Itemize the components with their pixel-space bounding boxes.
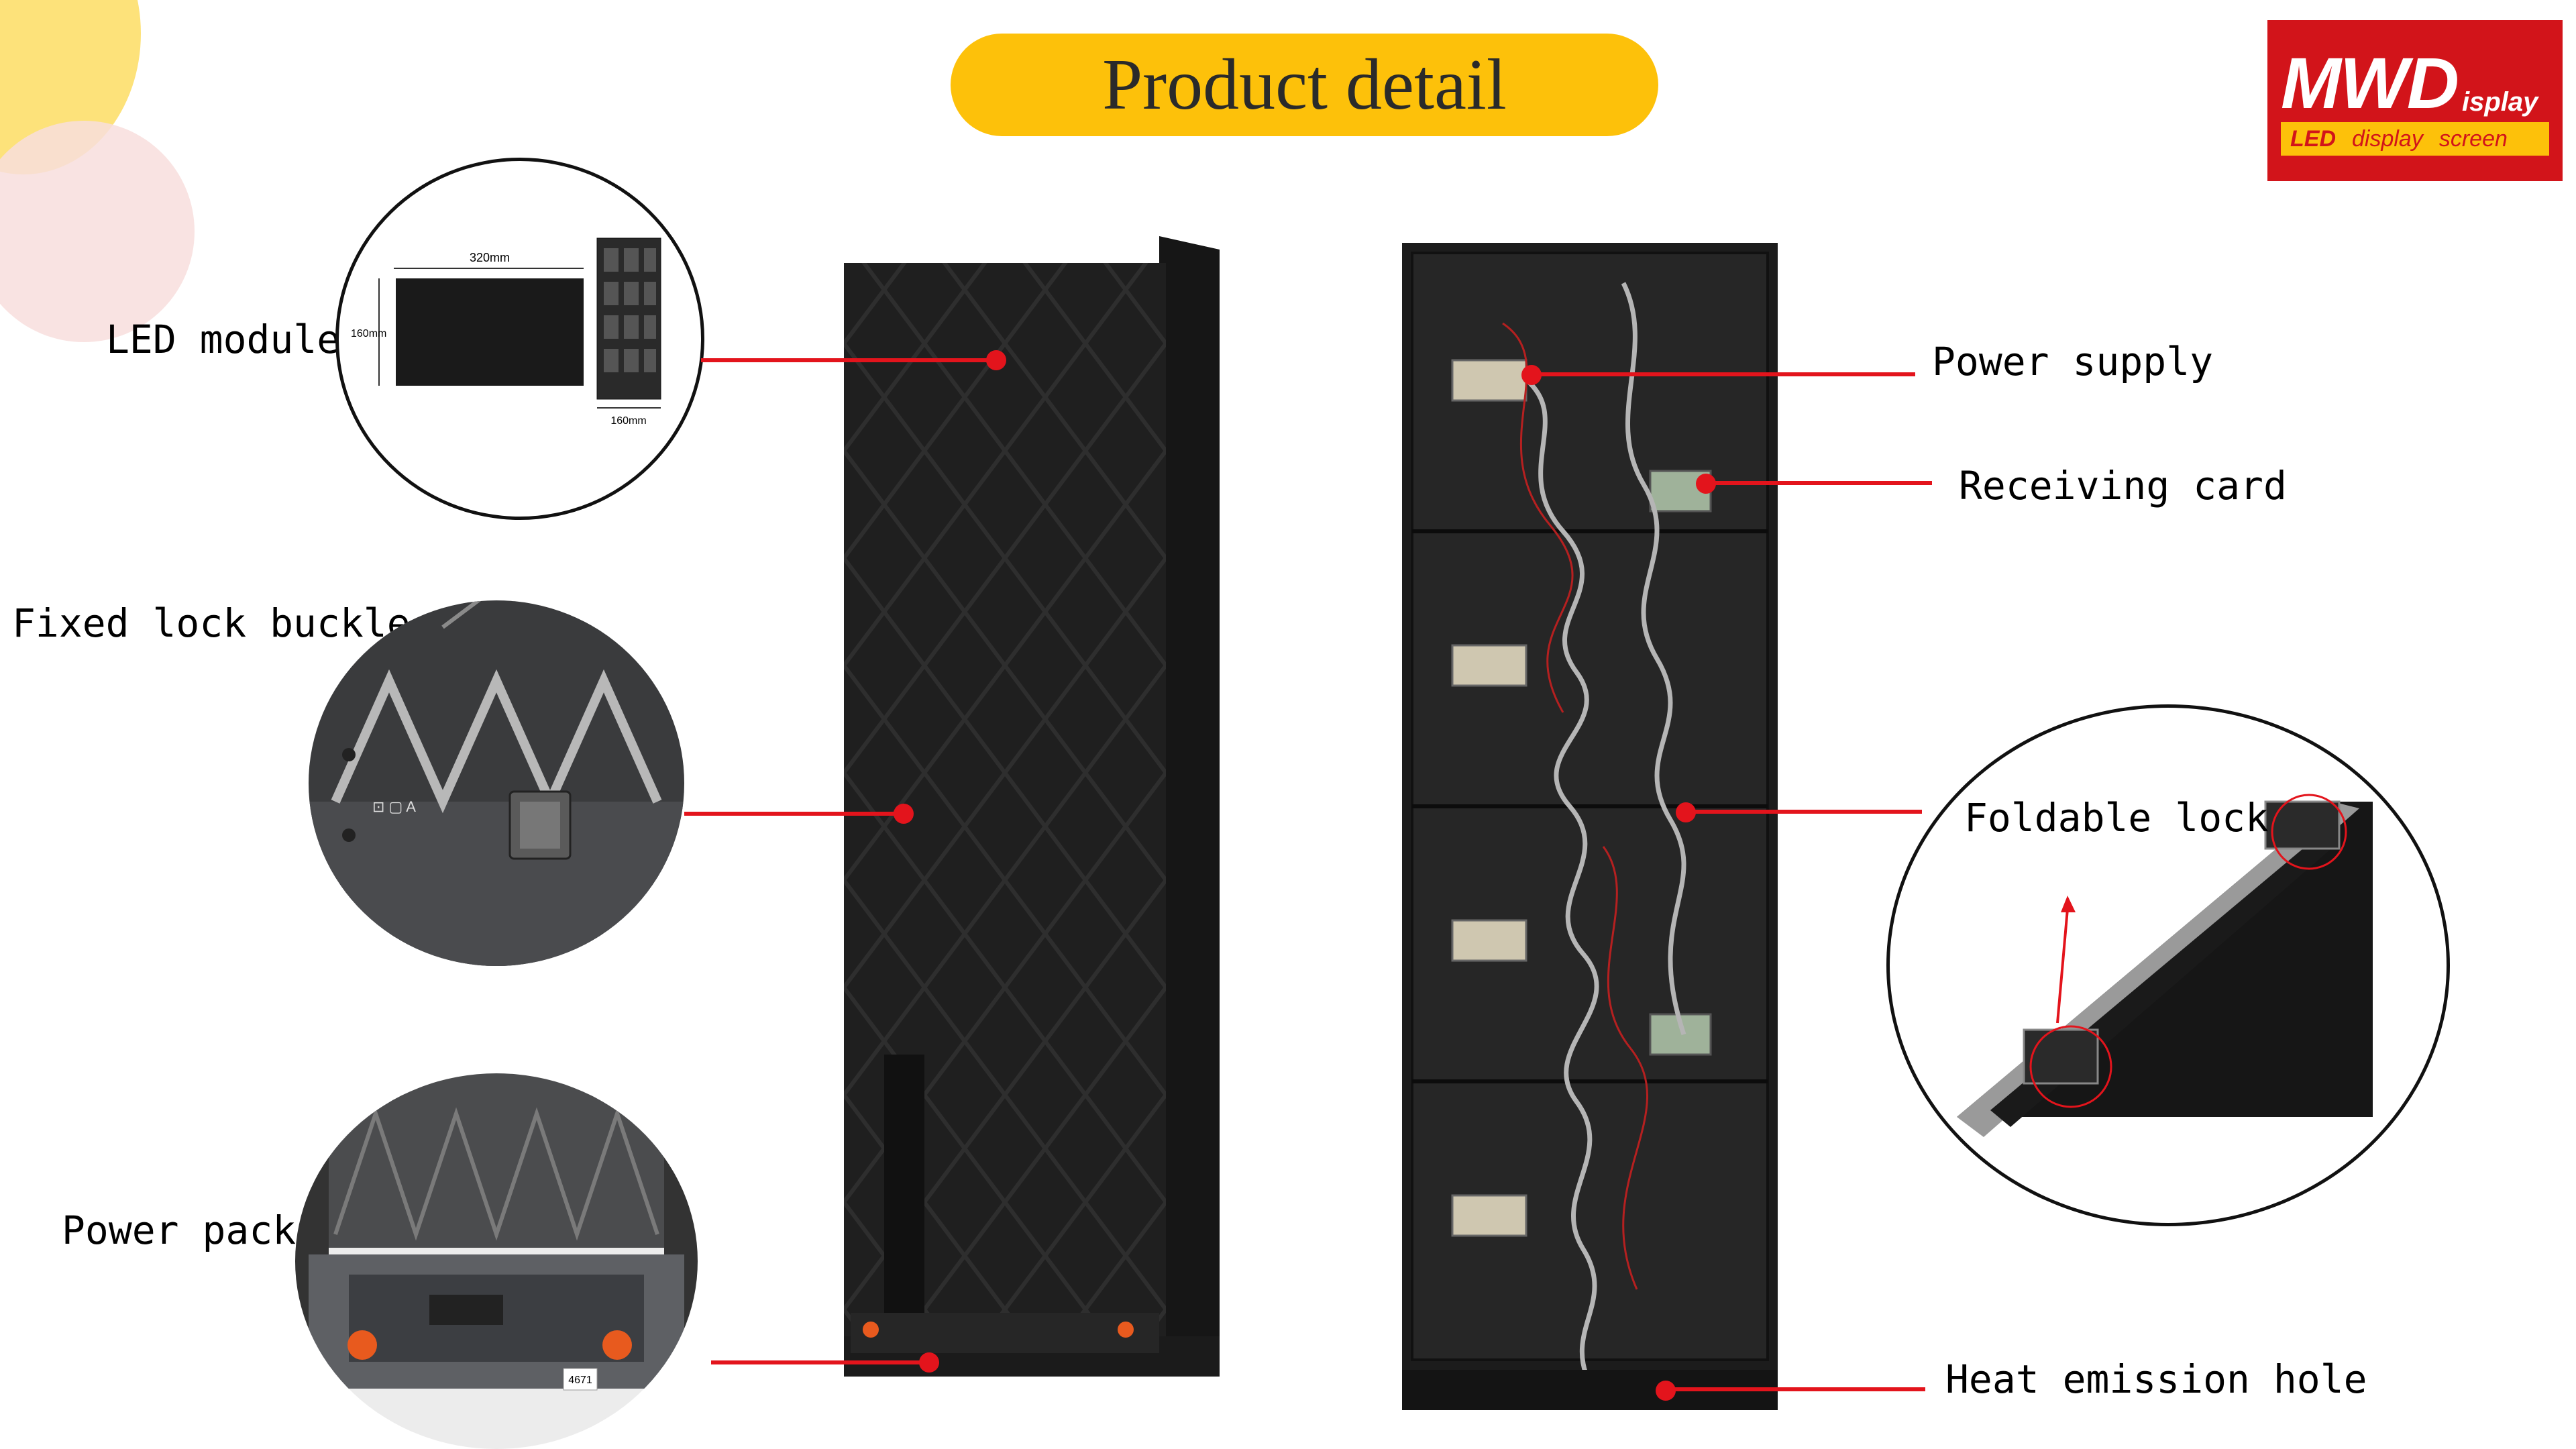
led-module-illustration: 320mm 160mm 160mm: [351, 237, 661, 427]
foldable-lock-illustration: [1957, 794, 2373, 1137]
dim-depth: 160mm: [610, 415, 646, 427]
back-cabinet-illustration: [1402, 243, 1778, 1410]
logo-strip-word: LED: [2290, 125, 2336, 152]
fixed-lock-buckle-detail-circle: ⊡ ▢ A: [309, 600, 684, 966]
callout-dot-led-module: [986, 350, 1006, 370]
label-foldable-lock: Foldable lock: [1964, 795, 2269, 841]
callout-line-heat-emission-hole: [1670, 1387, 1925, 1391]
label-receiving-card: Receiving card: [1959, 463, 2287, 508]
back-cabinet: [1402, 243, 1778, 1424]
callout-dot-power-pack: [919, 1352, 939, 1373]
foldable-lock-detail-circle: [1886, 704, 2450, 1226]
label-power-supply: Power supply: [1932, 339, 2214, 384]
dim-width: 320mm: [470, 251, 510, 264]
callout-line-power-pack: [711, 1360, 926, 1364]
logo-suffix-text: isplay: [2462, 87, 2538, 117]
label-power-pack: Power pack: [62, 1208, 297, 1253]
label-fixed-lock-buckle: Fixed lock buckle: [12, 600, 411, 646]
page-title: Product detail: [1102, 44, 1507, 125]
lock-buckle-illustration: ⊡ ▢ A: [309, 600, 684, 966]
label-heat-emission-hole: Heat emission hole: [1945, 1356, 2367, 1402]
callout-line-receiving-card: [1711, 481, 1932, 485]
logo-strip: LED display screen: [2281, 122, 2549, 156]
power-pack-tag: 4671: [568, 1375, 592, 1386]
label-led-module: LED module: [106, 317, 341, 362]
power-pack-illustration: 4671: [295, 1073, 698, 1391]
dim-height: 160mm: [351, 328, 386, 339]
svg-text:⊡ ▢ A: ⊡ ▢ A: [372, 798, 416, 815]
callout-line-power-supply: [1536, 372, 1915, 376]
logo-strip-word: screen: [2438, 125, 2508, 152]
led-module-detail-circle: 320mm 160mm 160mm: [335, 158, 704, 520]
callout-line-foldable-lock: [1690, 810, 1922, 814]
power-pack-detail-circle: 4671: [295, 1073, 698, 1449]
callout-line-led-module: [701, 358, 996, 362]
front-cabinet-illustration: [797, 236, 1226, 1377]
logo-main-text: MWD: [2281, 42, 2459, 123]
decorative-pink-circle: [0, 121, 195, 342]
callout-dot-fixed-lock-buckle: [894, 804, 914, 824]
callout-line-fixed-lock-buckle: [684, 812, 899, 816]
front-cabinet: [797, 236, 1226, 1377]
logo-strip-word: display: [2352, 125, 2423, 152]
title-pill: Product detail: [951, 34, 1658, 136]
brand-logo: MWD isplay LED display screen: [2267, 20, 2563, 181]
